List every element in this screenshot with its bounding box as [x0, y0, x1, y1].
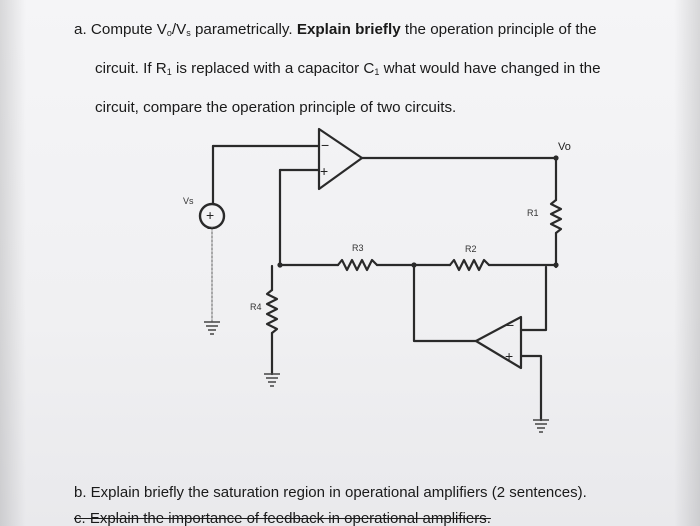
- opamp-2-minus-sign: −: [506, 317, 514, 333]
- wire-feedback: [412, 265, 478, 343]
- label-r3: R3: [352, 243, 364, 253]
- junction-output: [553, 155, 559, 161]
- question-a: a. Compute Vo/Vs parametrically. Explain…: [74, 12, 684, 125]
- question-a-line-2-end: what would have changed in the: [379, 60, 601, 77]
- question-a-line-2-mid: is replaced with a capacitor C: [171, 60, 375, 77]
- opamp-1-minus-sign: −: [321, 137, 329, 153]
- junction-right: [553, 262, 559, 268]
- ground-2: [264, 373, 280, 387]
- subscript-s: s: [186, 28, 191, 38]
- label-vs: Vs: [183, 196, 194, 206]
- label-r2: R2: [465, 244, 477, 254]
- question-c: c. Explain the importance of feedback in…: [74, 510, 491, 526]
- question-a-line-3: circuit, compare the operation principle…: [95, 99, 457, 116]
- resistor-r3: [336, 258, 379, 272]
- vs-plus-sign: +: [206, 207, 214, 223]
- resistor-r2: [448, 258, 491, 272]
- opamp-2-plus-sign: +: [505, 348, 513, 364]
- wire-opamp2-out: [519, 265, 548, 332]
- junction-left: [277, 262, 283, 268]
- question-b: b. Explain briefly the saturation region…: [74, 484, 587, 501]
- wire-opamp2-plus: [519, 354, 543, 422]
- subscript-1: 1: [166, 67, 172, 77]
- opamp-2-triangle: [474, 315, 523, 370]
- subscript-1b: 1: [374, 67, 380, 77]
- resistor-r1: [549, 198, 563, 235]
- question-a-end: the operation principle of the: [400, 21, 597, 38]
- question-a-line-2-start: circuit. If R: [95, 60, 167, 77]
- wire-output: [360, 156, 558, 202]
- junction-middle: [411, 262, 417, 268]
- ground-1: [204, 321, 220, 335]
- question-a-bold: Explain briefly: [296, 21, 401, 38]
- opamp-1-triangle: [317, 127, 364, 191]
- label-r4: R4: [250, 302, 262, 312]
- question-a-text: Compute V: [90, 21, 167, 38]
- label-r1: R1: [527, 208, 539, 218]
- question-a-line-2: circuit. If R1 is replaced with a capaci…: [74, 51, 684, 90]
- label-vo: Vo: [558, 141, 571, 153]
- subscript-o: o: [166, 28, 172, 38]
- question-a-line-1: a. Compute Vo/Vs parametrically. Explain…: [74, 12, 684, 51]
- question-a-marker: a.: [74, 21, 87, 38]
- question-a-mid: parametrically.: [190, 21, 297, 38]
- opamp-1-plus-sign: +: [320, 163, 328, 179]
- question-a-sep: /V: [171, 21, 187, 38]
- resistor-r4: [265, 288, 279, 335]
- ground-3: [533, 419, 549, 433]
- vs-minus-sign: −: [207, 220, 215, 236]
